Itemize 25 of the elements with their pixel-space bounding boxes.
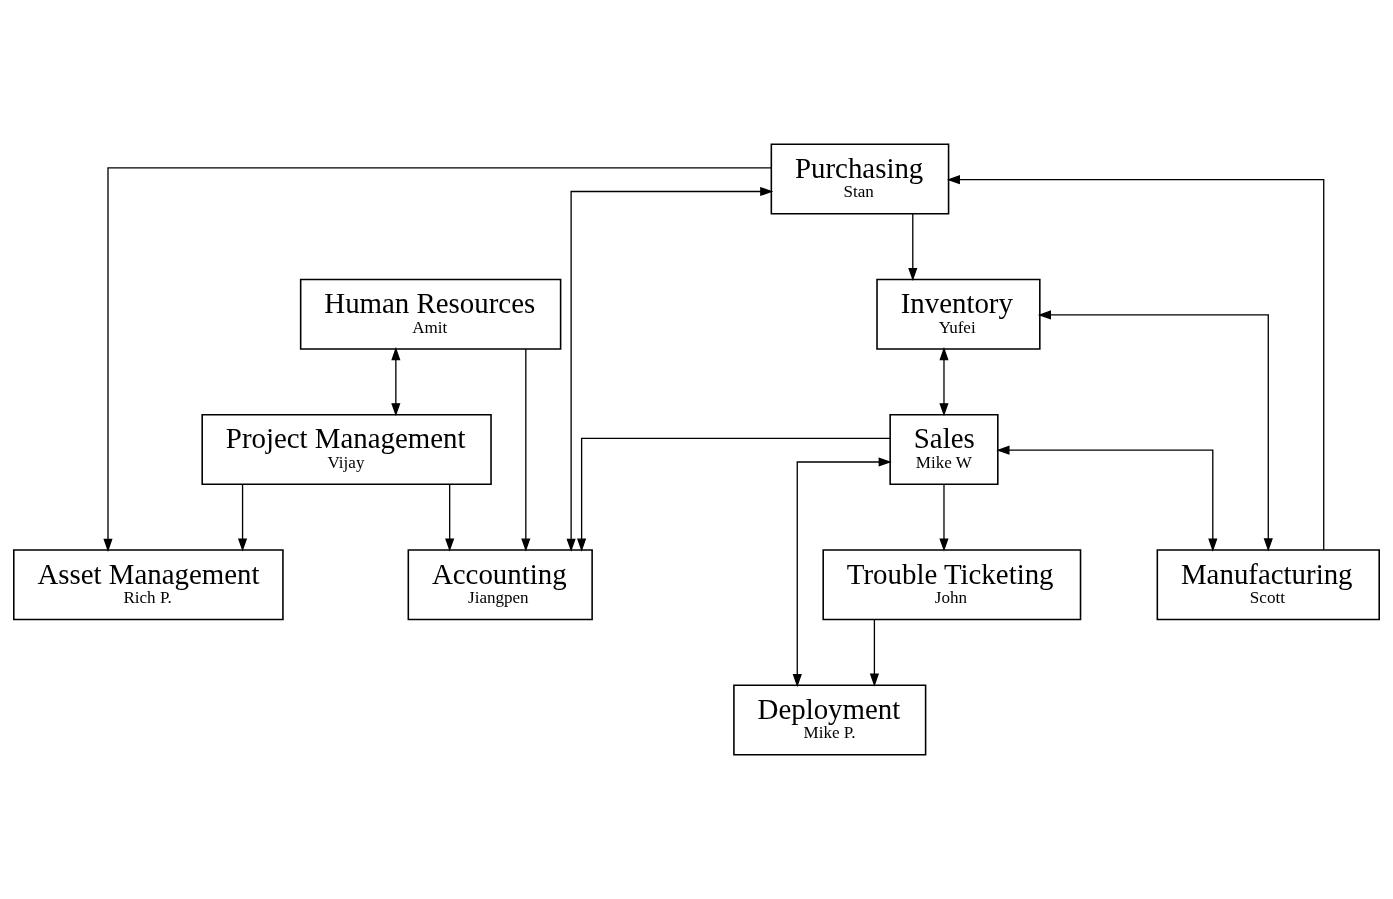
node-box: Manufacturing Scott bbox=[1156, 549, 1380, 621]
arrow bbox=[445, 483, 455, 552]
arrow bbox=[566, 186, 774, 552]
arrow bbox=[391, 347, 401, 417]
node-box: Deployment Mike P. bbox=[733, 684, 927, 756]
arrow bbox=[521, 348, 531, 552]
node-box: Sales Mike W bbox=[889, 413, 999, 486]
arrow bbox=[792, 457, 892, 688]
arrow bbox=[946, 175, 1325, 551]
node-box: Inventory Yufei bbox=[876, 278, 1041, 350]
arrow bbox=[869, 618, 879, 687]
arrow bbox=[103, 167, 772, 552]
node-box: Project Management Vijay bbox=[201, 413, 492, 486]
node-box: Trouble Ticketing John bbox=[822, 549, 1082, 621]
arrow bbox=[939, 483, 949, 552]
node-box: Accounting Jiangpen bbox=[407, 549, 593, 621]
arrow bbox=[237, 483, 248, 552]
arrow bbox=[996, 445, 1218, 552]
node-box: Human Resources Amit bbox=[299, 278, 562, 350]
arrow bbox=[908, 213, 918, 282]
arrow bbox=[577, 437, 891, 552]
arrow bbox=[1037, 310, 1273, 552]
node-box: Purchasing Stan bbox=[770, 143, 950, 215]
node-box: Asset Management Rich P. bbox=[13, 549, 284, 621]
arrow bbox=[939, 347, 949, 417]
